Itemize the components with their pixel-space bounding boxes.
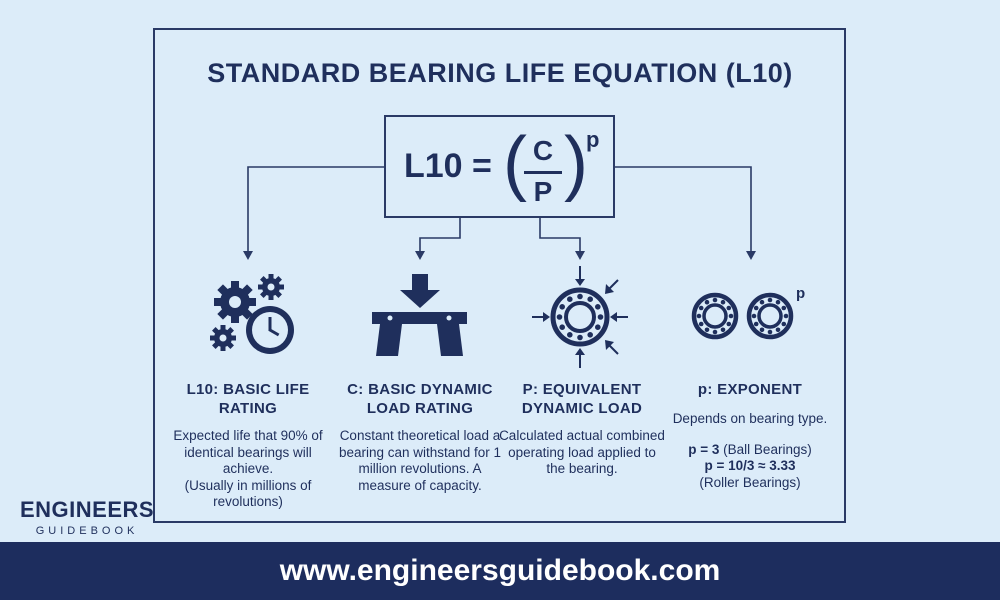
ball-bearing-line: p = 3 (Ball Bearings) — [665, 442, 835, 459]
left-paren: ( — [503, 123, 527, 203]
press-load-icon — [372, 274, 467, 356]
connector-to-l10 — [247, 166, 384, 253]
footer-url[interactable]: www.engineersguidebook.com — [0, 542, 1000, 600]
column-c: C: BASIC DYNAMIC LOAD RATING Constant th… — [335, 380, 505, 494]
column-l10: L10: BASIC LIFE RATING Expected life tha… — [163, 380, 333, 511]
column-description-c: Constant theoretical load a bearing can … — [338, 428, 502, 493]
arrowhead-exponent — [746, 251, 756, 260]
equation-denominator: P — [533, 176, 553, 207]
equation-numerator: C — [532, 135, 554, 166]
equation-fraction: C P — [520, 135, 566, 208]
logo-line2: GUIDEBOOK — [35, 525, 139, 537]
icon-exponent-label: p — [796, 285, 805, 302]
gears-clock-icon — [210, 274, 294, 354]
column-description-exponent: Depends on bearing type. — [672, 411, 828, 426]
diagram-title: STANDARD BEARING LIFE EQUATION (L10) — [207, 58, 793, 88]
column-note-l10: (Usually in millions of revolutions) — [184, 477, 312, 510]
bearing-radial-load-icon — [532, 266, 628, 368]
column-description-p: Calculated actual combined operating loa… — [499, 428, 665, 476]
arrowhead-p — [575, 251, 585, 260]
arrowhead-c — [415, 251, 425, 260]
roller-bearing-value-line: p = 10/3 ≈ 3.33 — [665, 458, 835, 475]
roller-bearing-label: (Roller Bearings) — [699, 474, 801, 490]
column-p: P: EQUIVALENT DYNAMIC LOAD Calculated ac… — [497, 380, 667, 478]
ball-bearing-value: p = 3 — [688, 441, 720, 457]
arrowhead-l10 — [243, 251, 253, 260]
logo-line1: ENGINEERS — [20, 497, 155, 522]
column-heading-exponent: p: EXPONENT — [697, 381, 803, 398]
column-exponent: p: EXPONENT Depends on bearing type. p =… — [665, 380, 835, 491]
column-heading-p: P: EQUIVALENT DYNAMIC LOAD — [521, 381, 643, 417]
connector-to-exponent — [615, 166, 752, 253]
roller-bearing-value: p = 10/3 ≈ 3.33 — [704, 458, 796, 473]
column-heading-c: C: BASIC DYNAMIC LOAD RATING — [347, 381, 493, 417]
ball-bearing-label: (Ball Bearings) — [723, 441, 812, 457]
column-description-l10: Expected life that 90% of identical bear… — [173, 428, 323, 476]
equation-box: L10 = ( C P ) p — [384, 115, 615, 218]
fraction-bar — [524, 171, 562, 174]
connector-to-c — [419, 218, 461, 253]
two-bearings-icon: p — [691, 285, 805, 340]
right-paren: ) — [564, 123, 588, 203]
column-heading-l10: L10: BASIC LIFE RATING — [186, 381, 310, 417]
logo: ENGINEERS GUIDEBOOK — [20, 497, 154, 537]
connector-to-p — [539, 218, 581, 253]
equation-exponent: p — [586, 127, 600, 152]
equation-lhs: L10 = — [404, 147, 492, 185]
diagram-frame — [153, 28, 846, 523]
